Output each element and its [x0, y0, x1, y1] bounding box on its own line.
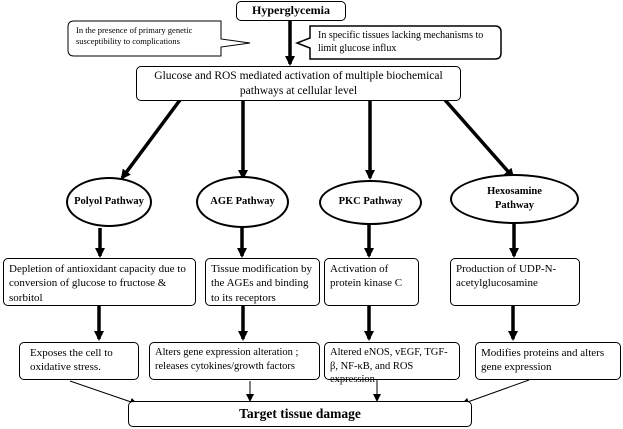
hexosamine-mechanism-box: Production of UDP-N-acetylglucosamine	[450, 258, 580, 306]
callout-left-shape	[67, 20, 251, 57]
pkc-pathway-oval: PKC Pathway	[319, 180, 422, 225]
polyol-pathway-label: Polyol Pathway	[74, 195, 144, 207]
pkc-effect-text: Altered eNOS, vEGF, TGF-β, NF-κB, and RO…	[330, 347, 448, 386]
target-tissue-damage-label: Target tissue damage	[239, 406, 361, 422]
age-mechanism-box: Tissue modification by the AGEs and bind…	[205, 258, 320, 306]
age-effect-text: Alters gene expression alteration ; rele…	[155, 347, 299, 372]
target-tissue-damage-box: Target tissue damage	[128, 401, 472, 427]
hexosamine-pathway-oval: Hexosamine Pathway	[450, 174, 579, 224]
polyol-effect-text: Exposes the cell to oxidative stress.	[30, 347, 113, 374]
age-mechanism-text: Tissue modification by the AGEs and bind…	[211, 263, 313, 304]
callout-right-text: In specific tissues lacking mechanisms t…	[318, 30, 484, 54]
central-activation-text: Glucose and ROS mediated activation of m…	[154, 69, 443, 97]
age-effect-box: Alters gene expression alteration ; rele…	[149, 342, 320, 380]
hyperglycemia-box: Hyperglycemia	[236, 1, 346, 21]
polyol-mechanism-text: Depletion of antioxidant capacity due to…	[9, 263, 186, 304]
arrow-central-to-hexosamine	[443, 98, 515, 179]
age-pathway-label: AGE Pathway	[210, 195, 275, 207]
pkc-effect-box: Altered eNOS, vEGF, TGF-β, NF-κB, and RO…	[324, 342, 460, 385]
pkc-mechanism-text: Activation of protein kinase C	[330, 263, 403, 290]
callout-left: In the presence of primary genetic susce…	[76, 25, 218, 53]
hexosamine-effect-text: Modifies proteins and alters gene expres…	[481, 347, 605, 374]
callout-right-shape	[294, 25, 502, 60]
hexosamine-pathway-label: Hexosamine Pathway	[487, 185, 542, 211]
hexosamine-mechanism-text: Production of UDP-N-acetylglucosamine	[456, 263, 557, 290]
pkc-mechanism-box: Activation of protein kinase C	[324, 258, 419, 306]
pkc-pathway-label: PKC Pathway	[338, 196, 403, 208]
callout-right: In specific tissues lacking mechanisms t…	[318, 30, 496, 58]
hyperglycemia-label: Hyperglycemia	[252, 3, 330, 18]
age-pathway-oval: AGE Pathway	[196, 176, 289, 228]
arrow-central-to-polyol	[120, 98, 182, 180]
arrow-effect4-to-target	[461, 379, 530, 406]
arrow-effect1-to-target	[69, 380, 138, 406]
polyol-effect-box: Exposes the cell to oxidative stress.	[19, 342, 139, 380]
polyol-pathway-oval: Polyol Pathway	[66, 177, 152, 227]
central-activation-box: Glucose and ROS mediated activation of m…	[136, 66, 461, 101]
polyol-mechanism-box: Depletion of antioxidant capacity due to…	[3, 258, 196, 306]
hexosamine-effect-box: Modifies proteins and alters gene expres…	[475, 342, 621, 380]
callout-left-text: In the presence of primary genetic susce…	[76, 25, 193, 46]
